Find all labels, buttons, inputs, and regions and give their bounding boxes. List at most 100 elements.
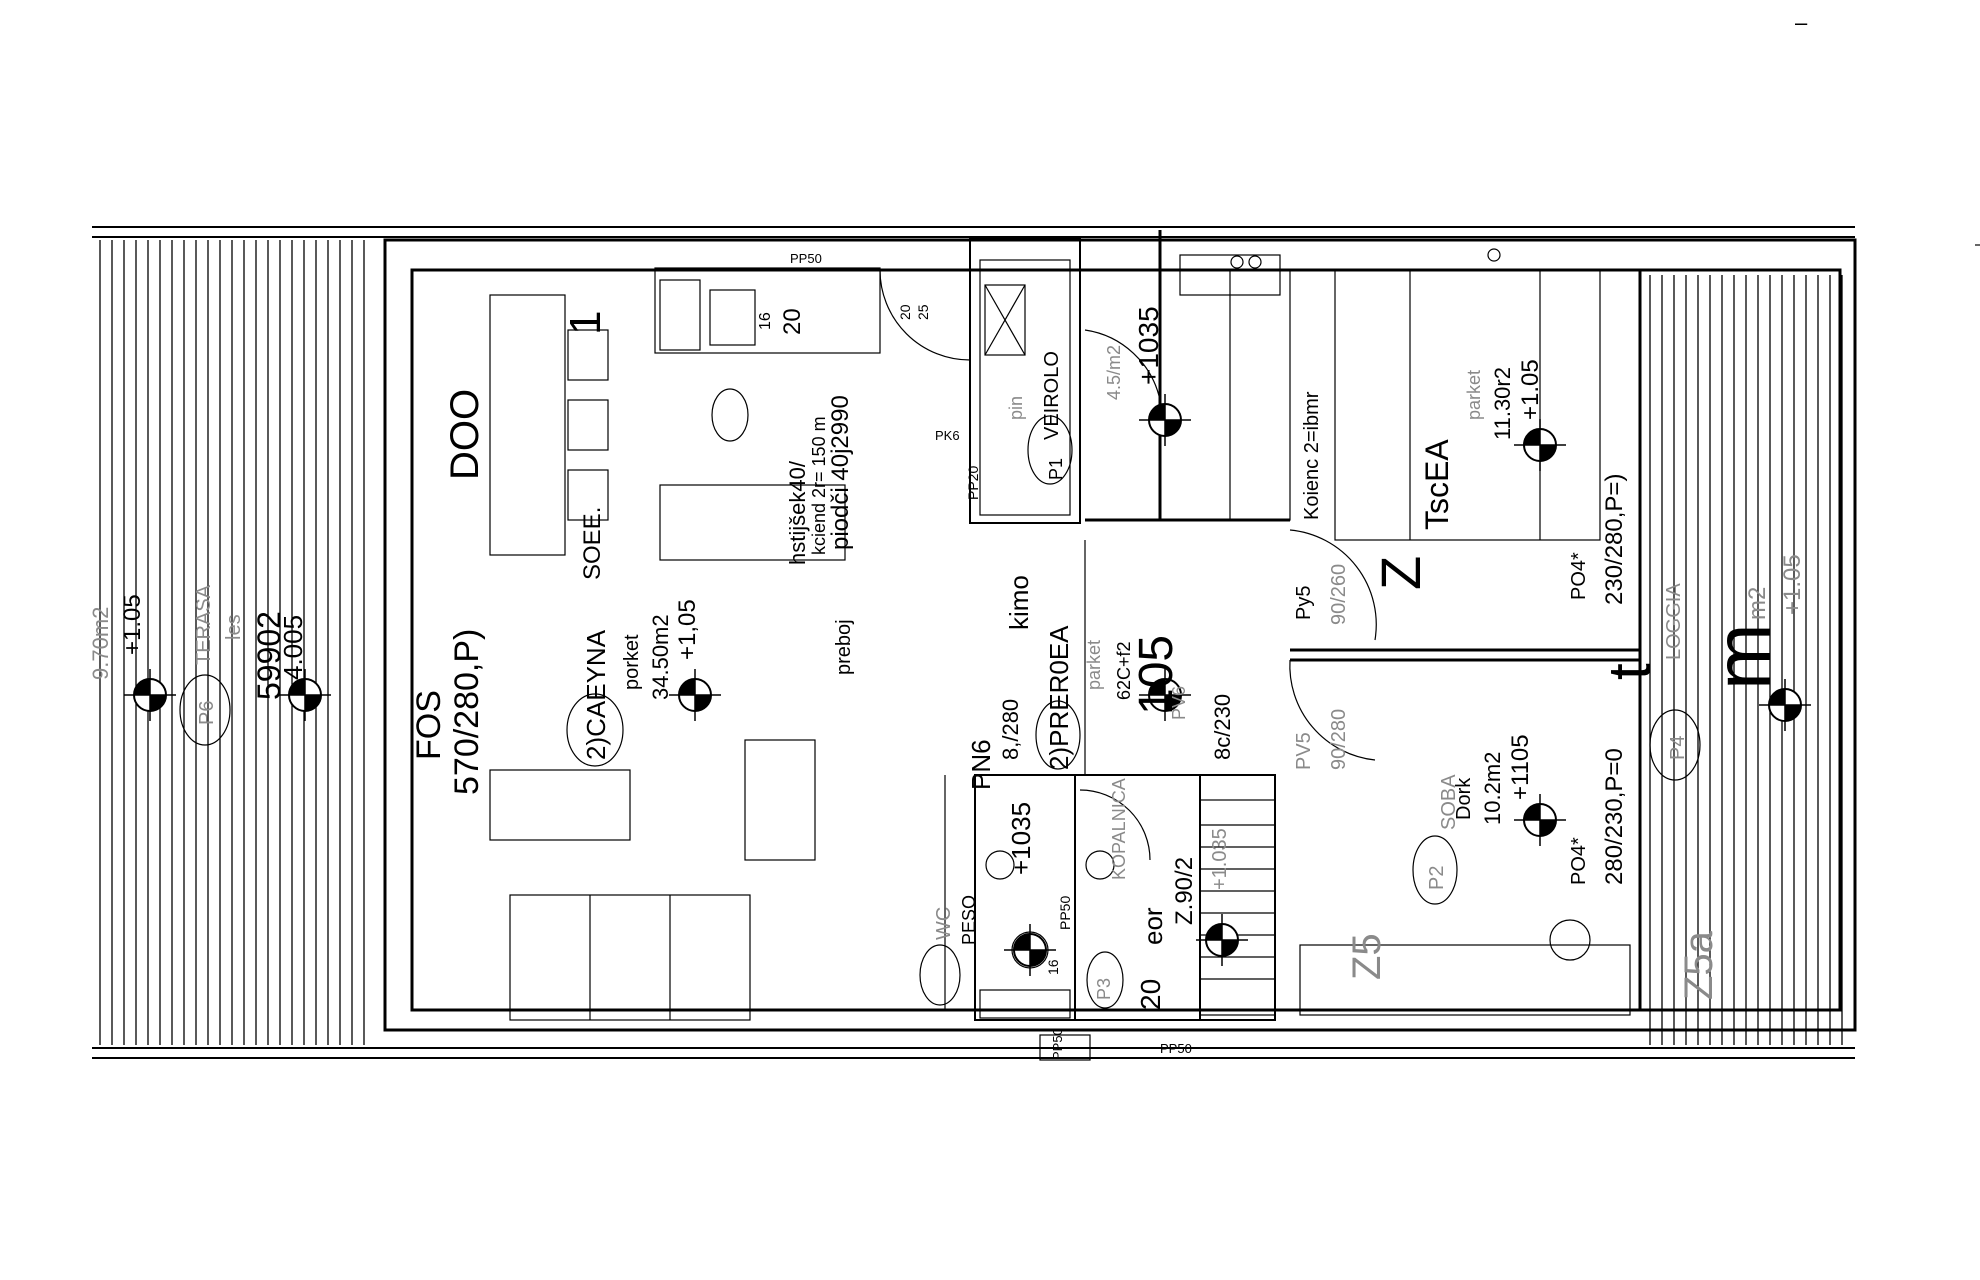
big-t: t	[1596, 663, 1663, 680]
veirolo-label: VEIROLO	[1041, 351, 1063, 440]
window-bot: 280/230,P=0	[1601, 748, 1628, 885]
terrace-right-level: +1.05	[1779, 554, 1806, 615]
bedroom-level: +1.05	[1517, 359, 1544, 420]
p1-label: P1	[1046, 458, 1066, 480]
terrace-right-name: LOGGIA	[1663, 583, 1685, 660]
bath-eor: eor	[1138, 907, 1168, 945]
level-marker-icon	[1514, 794, 1566, 846]
pin-label: pin	[1006, 396, 1026, 420]
po4-top: PO4*	[1568, 552, 1590, 600]
z5-left: Z5	[1345, 933, 1389, 980]
terrace-left-area: 9.70m2	[88, 607, 113, 680]
bedroom-tag: TscEA	[1419, 439, 1455, 530]
room2-level: +1105	[1507, 734, 1534, 800]
living-window-1: FOS	[410, 690, 448, 760]
living-tag: 2)CAEYNA	[581, 629, 611, 760]
hall-parket: parket	[1084, 640, 1104, 690]
pk6-label: PK6	[935, 428, 960, 443]
pv5-label: PV5	[1293, 732, 1315, 770]
room-tag-circles	[179, 388, 1701, 1009]
big-m: m	[1698, 623, 1787, 690]
living-floor: porket	[621, 634, 643, 690]
z5-right: Z5a	[1677, 930, 1721, 1000]
outer-walls	[92, 226, 1857, 1059]
soba-label: SOBA	[1438, 774, 1460, 830]
level-marker-icon	[1196, 914, 1248, 966]
kitchen-16: 16	[757, 312, 774, 330]
living-area: 34.50m2	[648, 614, 673, 700]
bath-wc: WC	[933, 907, 955, 940]
bath-16: 16	[1045, 959, 1061, 975]
terrace-left-tag: P6	[196, 701, 218, 725]
terrace-left-hatch	[99, 240, 365, 1045]
pp50-bot1: PP50	[1050, 1028, 1065, 1060]
living-door: DOO	[443, 389, 487, 480]
hall-105: 105	[1130, 635, 1183, 715]
hall-pv6: PV6	[1169, 686, 1189, 720]
terrace-right-area: m2	[1744, 587, 1771, 620]
plan-labels: 9.70m2 +1.05 TERASA les P6 59902 4.005 F…	[88, 10, 1808, 1060]
d90-260-label: 90/260	[1328, 564, 1350, 625]
bath-kopalnica: KOPALNICA	[1109, 778, 1129, 880]
p2-label: P2	[1426, 866, 1448, 890]
bath-20: 20	[1135, 979, 1166, 1010]
bath-pp50: PP50	[1057, 896, 1073, 930]
level-1035-top: +1035	[1133, 306, 1164, 385]
hall-8: 8,/280	[998, 699, 1023, 760]
bedroom-area: 11.30r2	[1490, 367, 1515, 440]
pp50-bot2: PP50	[1160, 1041, 1192, 1056]
terrace-left-floor: les	[223, 614, 245, 640]
terrace-right-hatch	[1649, 275, 1843, 1045]
door-20-label: 20	[897, 304, 913, 320]
pp50-top-label: PP50	[790, 251, 822, 266]
interior-walls	[489, 230, 1980, 1061]
hall-kimo: kimo	[1004, 575, 1034, 630]
level-marker-icon	[1139, 669, 1191, 721]
living-level: +1,05	[674, 599, 701, 660]
kitchen-line-2: kciend 2r= 150 m	[809, 416, 829, 555]
py5-label: Py5	[1293, 586, 1315, 620]
dash-top: –	[1795, 10, 1808, 35]
door-25-label: 25	[915, 304, 931, 320]
area-45-label: 4.5/m2	[1104, 345, 1124, 400]
bath-z90: Z.90/2	[1171, 857, 1198, 925]
bath-p3: P3	[1094, 978, 1114, 1000]
level-marker-icon	[1759, 679, 1811, 731]
window-top: 230/280,P=)	[1601, 474, 1628, 605]
kitchen-line-1: hstijšek40/	[785, 460, 810, 565]
level-marker-icon	[1514, 419, 1566, 471]
living-one: 1	[561, 311, 610, 335]
level-marker-icon	[279, 669, 331, 721]
dork-label: Dork	[1453, 777, 1475, 820]
big-z: Z	[1369, 556, 1432, 590]
hall-tag: 2)PRER0EA	[1044, 625, 1074, 770]
koienc-label: Koienc 2=ibmr	[1301, 391, 1323, 520]
terrace-left-name: TERASA	[193, 584, 215, 665]
bedroom-floor: parket	[1464, 370, 1484, 420]
bath-level2: +1.035	[1209, 828, 1231, 890]
level-marker-icon	[669, 669, 721, 721]
level-marker-icon	[1004, 924, 1056, 976]
terrace-left-code: 59902	[251, 611, 287, 700]
hall-62c: 62C+f2	[1114, 641, 1134, 700]
terrace-right-tag: P4	[1667, 736, 1689, 760]
pp20-label: PP20	[965, 466, 981, 500]
d90-280-label: 90/280	[1328, 709, 1350, 770]
terrace-left-level: +1.05	[119, 594, 146, 655]
bath-peso: PESO	[959, 895, 979, 945]
room2-area: 10.2m2	[1480, 752, 1505, 825]
hall-8c: 8c/230	[1210, 694, 1235, 760]
po4-bot: PO4*	[1568, 837, 1590, 885]
terrace-left-level2: 4.005	[278, 615, 308, 680]
level-marker-icon	[1139, 394, 1191, 446]
kitchen-line-4: preboj	[833, 619, 855, 675]
living-window-2: 570/280,P)	[448, 629, 486, 795]
kitchen-line-3: piodči 40j2990	[827, 395, 854, 550]
living-sofa: SOEE.	[579, 507, 606, 580]
kitchen-20: 20	[779, 308, 806, 335]
level-marker-icon	[124, 669, 176, 721]
bath-level: +1035	[1006, 802, 1036, 875]
hall-pn6: PN6	[966, 739, 996, 790]
level-markers	[124, 394, 1811, 976]
